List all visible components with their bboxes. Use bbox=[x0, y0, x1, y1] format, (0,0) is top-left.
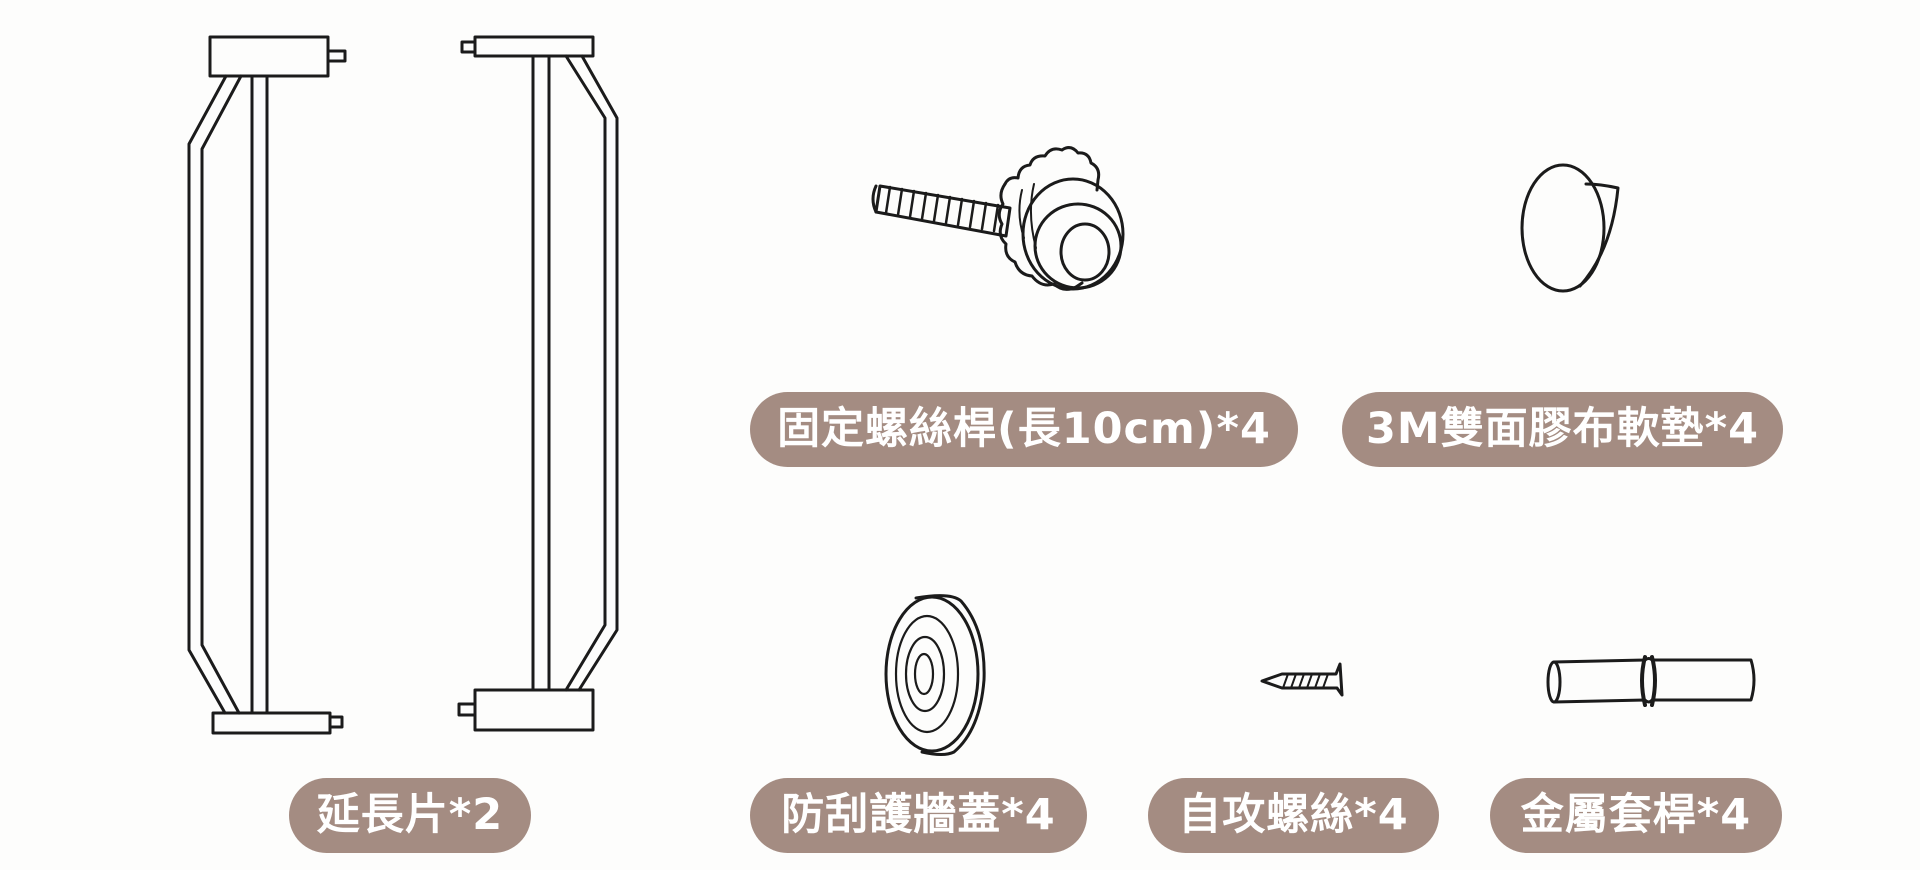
adhesive-pad-icon bbox=[1520, 163, 1620, 293]
extension-panel-right bbox=[457, 35, 619, 732]
label-extension-panels: 延長片*2 bbox=[289, 778, 531, 853]
label-wall-cap: 防刮護牆蓋*4 bbox=[750, 778, 1087, 853]
label-metal-sleeve: 金屬套桿*4 bbox=[1490, 778, 1782, 853]
fixing-rod-icon bbox=[871, 146, 1125, 291]
metal-sleeve-icon bbox=[1546, 655, 1756, 707]
extension-panel-left bbox=[187, 35, 347, 735]
label-fixing-rod: 固定螺絲桿(長10cm)*4 bbox=[750, 392, 1298, 467]
self-tapping-screw-icon bbox=[1260, 662, 1344, 697]
label-self-tapping-screw: 自攻螺絲*4 bbox=[1148, 778, 1439, 853]
wall-cap-icon bbox=[884, 594, 986, 756]
label-adhesive-pad: 3M雙面膠布軟墊*4 bbox=[1342, 392, 1783, 467]
